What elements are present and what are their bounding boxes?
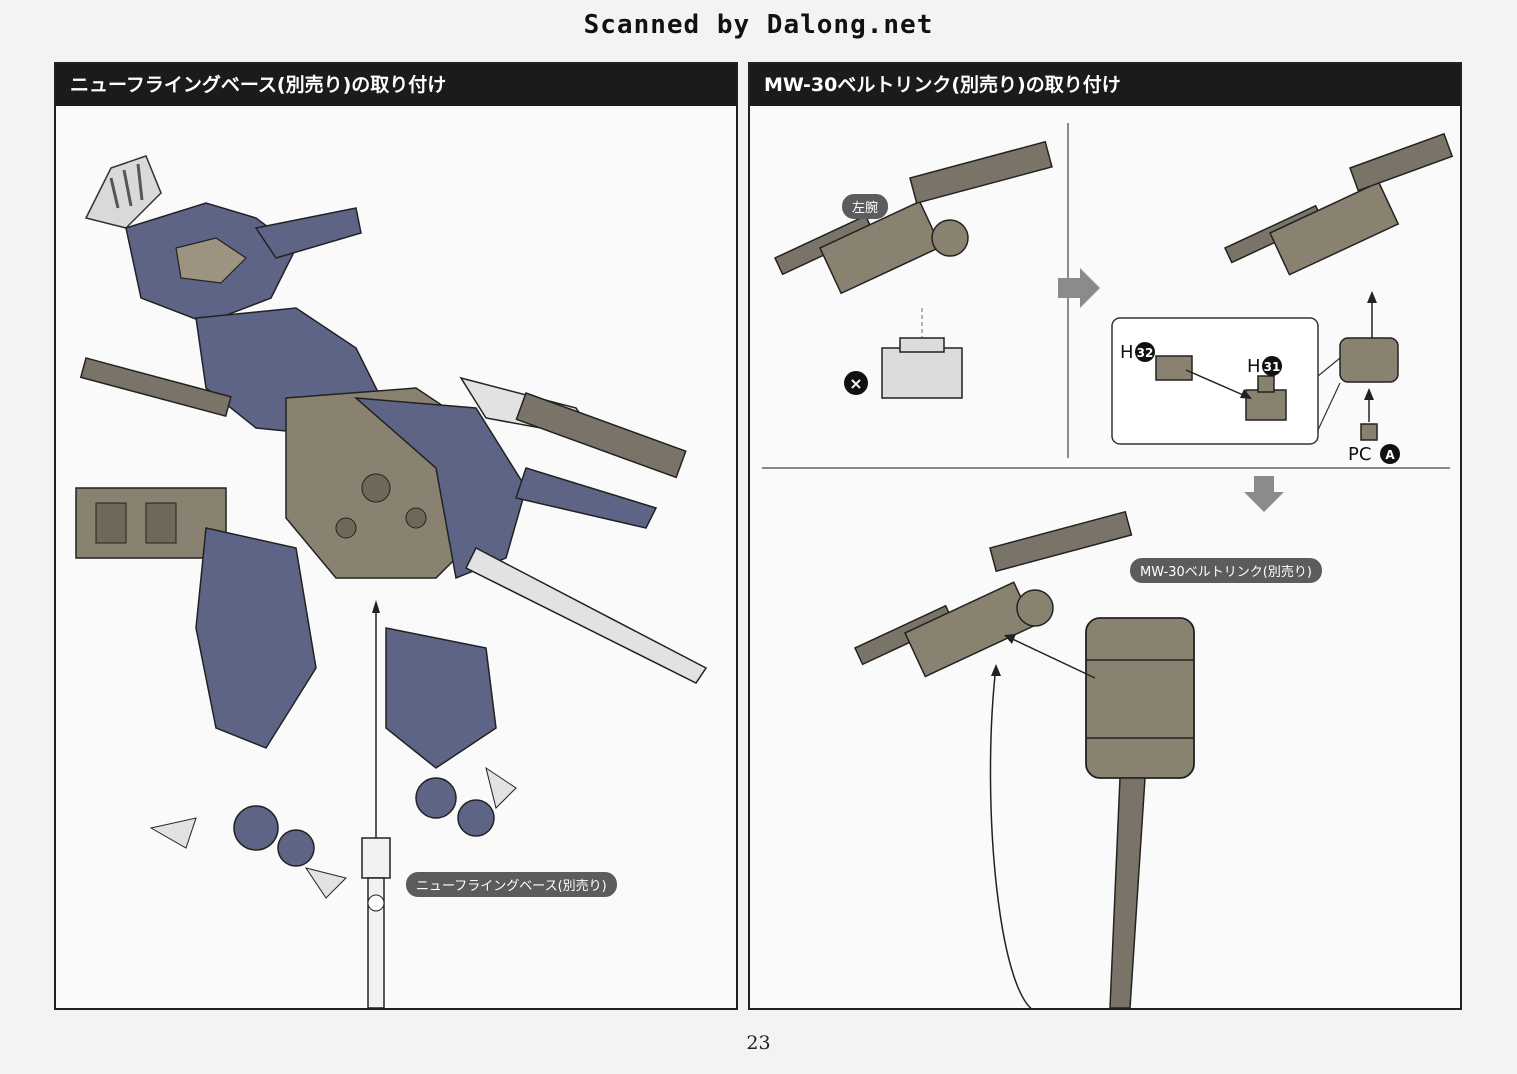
left-cannon (75, 357, 232, 559)
head-crest (84, 155, 162, 229)
svg-text:A: A (1385, 448, 1395, 462)
step1-gun (774, 140, 1053, 399)
no-mark-icon: × (844, 371, 868, 395)
legs (149, 527, 517, 899)
svg-text:×: × (849, 374, 862, 393)
svg-text:H: H (1247, 356, 1261, 377)
svg-text:31: 31 (1264, 360, 1281, 374)
svg-text:32: 32 (1137, 346, 1154, 360)
svg-text:H: H (1120, 342, 1134, 363)
belt-link-callout: MW-30ベルトリンク(別売り) (1130, 558, 1322, 583)
step2-gun (1224, 132, 1454, 363)
torso (195, 307, 527, 580)
left-arm-callout: 左腕 (842, 194, 889, 219)
part-h32-label: H 32 (1120, 342, 1155, 363)
page-number: 23 (746, 1032, 771, 1054)
flying-base-panel-title: ニューフライングベース(別売り)の取り付け (56, 64, 736, 106)
zoid-flying-base-illustration (75, 155, 708, 1008)
head (125, 202, 362, 324)
belt-link-steps-diagram: × H 32 H 31 (762, 123, 1454, 1008)
pc-part-assembly (1317, 337, 1399, 441)
belt-link-panel: MW-30ベルトリンク(別売り)の取り付け × (748, 62, 1462, 1010)
flying-base-stand (361, 600, 391, 1008)
flying-base-callout: ニューフライングベース(別売り) (406, 872, 617, 897)
step-arrow-down (1244, 476, 1284, 512)
tail-blades (459, 376, 708, 684)
belt-link-drum (989, 617, 1195, 1008)
part-h31-label: H 31 (1247, 356, 1282, 377)
watermark: Scanned by Dalong.net (583, 10, 934, 40)
subassembly-box (1111, 317, 1319, 445)
part-pc-a-label: PC A (1348, 444, 1400, 465)
step-arrow-right (1058, 268, 1100, 308)
svg-text:PC: PC (1348, 444, 1371, 465)
belt-link-panel-title: MW-30ベルトリンク(別売り)の取り付け (750, 64, 1460, 106)
flying-base-panel: ニューフライングベース(別売り)の取り付け (54, 62, 738, 1010)
step3-gun (854, 510, 1133, 678)
